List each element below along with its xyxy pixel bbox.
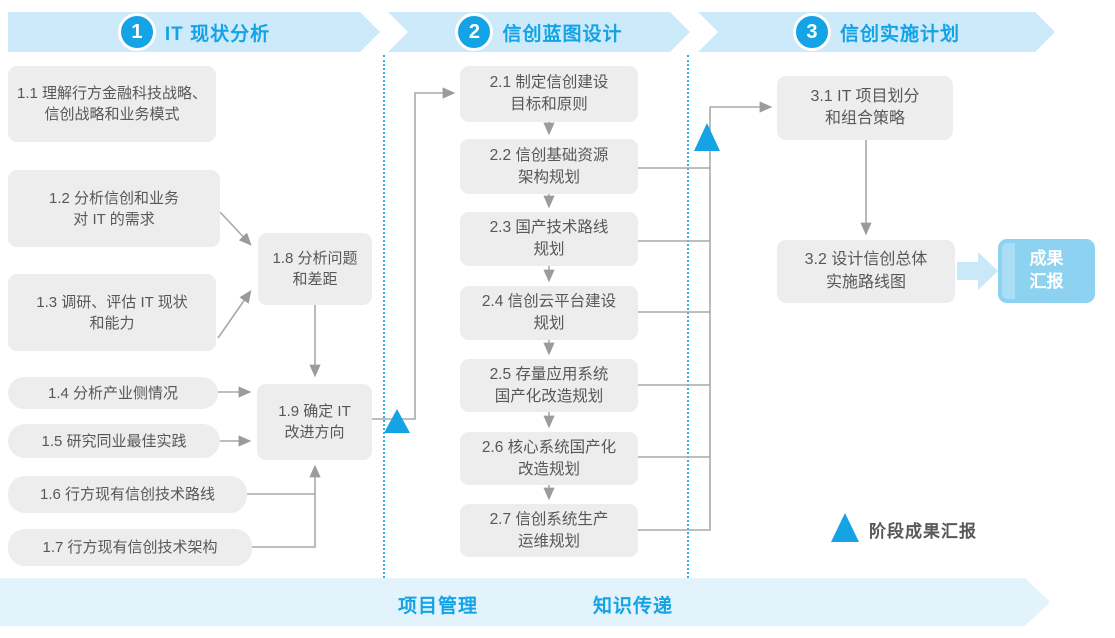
milestone-triangle-phase2 xyxy=(694,123,720,151)
bottom-banner-item-knowledge-transfer: 知识传递 xyxy=(593,596,674,617)
node-3-1: 3.1 IT 项目划分 和组合策略 xyxy=(777,76,953,140)
node-2-1: 2.1 制定信创建设 目标和原则 xyxy=(460,66,638,122)
node-1-6: 1.6 行方现有信创技术路线 xyxy=(8,476,247,513)
node-3-2: 3.2 设计信创总体 实施路线图 xyxy=(777,240,955,303)
phase-banner-2: 2 信创蓝图设计 xyxy=(388,12,690,52)
node-1-9: 1.9 确定 IT 改进方向 xyxy=(257,384,372,460)
phase-separator-line-2 xyxy=(687,55,689,578)
node-1-5: 1.5 研究同业最佳实践 xyxy=(8,424,220,458)
node-2-3: 2.3 国产技术路线 规划 xyxy=(460,212,638,266)
node-1-3: 1.3 调研、评估 IT 现状 和能力 xyxy=(8,274,216,351)
phase-title-3: 信创实施计划 xyxy=(839,23,960,45)
phase-number-badge-1: 1 xyxy=(118,13,156,51)
phase-number-badge-3: 3 xyxy=(793,13,831,51)
node-2-6: 2.6 核心系统国产化 改造规划 xyxy=(460,432,638,485)
phase-banner-1: 1 IT 现状分析 xyxy=(8,12,380,52)
milestone-triangle-phase1 xyxy=(384,409,410,433)
report-result-box: 成果 汇报 xyxy=(998,239,1095,303)
phase-banner-3: 3 信创实施计划 xyxy=(698,12,1055,52)
node-2-7: 2.7 信创系统生产 运维规划 xyxy=(460,504,638,557)
arrow-bus-to-3-1 xyxy=(638,101,773,531)
node-2-2: 2.2 信创基础资源 架构规划 xyxy=(460,139,638,194)
node-2-4: 2.4 信创云平台建设 规划 xyxy=(460,286,638,340)
node-1-2: 1.2 分析信创和业务 对 IT 的需求 xyxy=(8,170,220,247)
node-1-4: 1.4 分析产业侧情况 xyxy=(8,377,218,409)
phase-separator-line-1 xyxy=(383,55,385,578)
legend-label: 阶段成果汇报 xyxy=(869,522,977,541)
node-1-7: 1.7 行方现有信创技术架构 xyxy=(8,529,252,566)
legend-triangle-icon xyxy=(831,513,859,542)
phase-number-badge-2: 2 xyxy=(455,13,493,51)
thick-arrow-3-2-to-report xyxy=(957,252,998,290)
node-1-8: 1.8 分析问题 和差距 xyxy=(258,233,372,305)
node-2-5: 2.5 存量应用系统 国产化改造规划 xyxy=(460,359,638,412)
arrow-1-2-to-1-8 xyxy=(219,211,252,246)
node-1-1: 1.1 理解行方金融科技战略、 信创战略和业务模式 xyxy=(8,66,216,142)
phase-title-1: IT 现状分析 xyxy=(164,23,271,45)
bottom-banner xyxy=(0,578,1050,626)
arrow-1-7-to-1-9 xyxy=(252,464,321,548)
phase-title-2: 信创蓝图设计 xyxy=(502,23,623,45)
bottom-banner-item-project-management: 项目管理 xyxy=(398,596,479,617)
arrow-1-3-to-1-8 xyxy=(217,290,252,339)
